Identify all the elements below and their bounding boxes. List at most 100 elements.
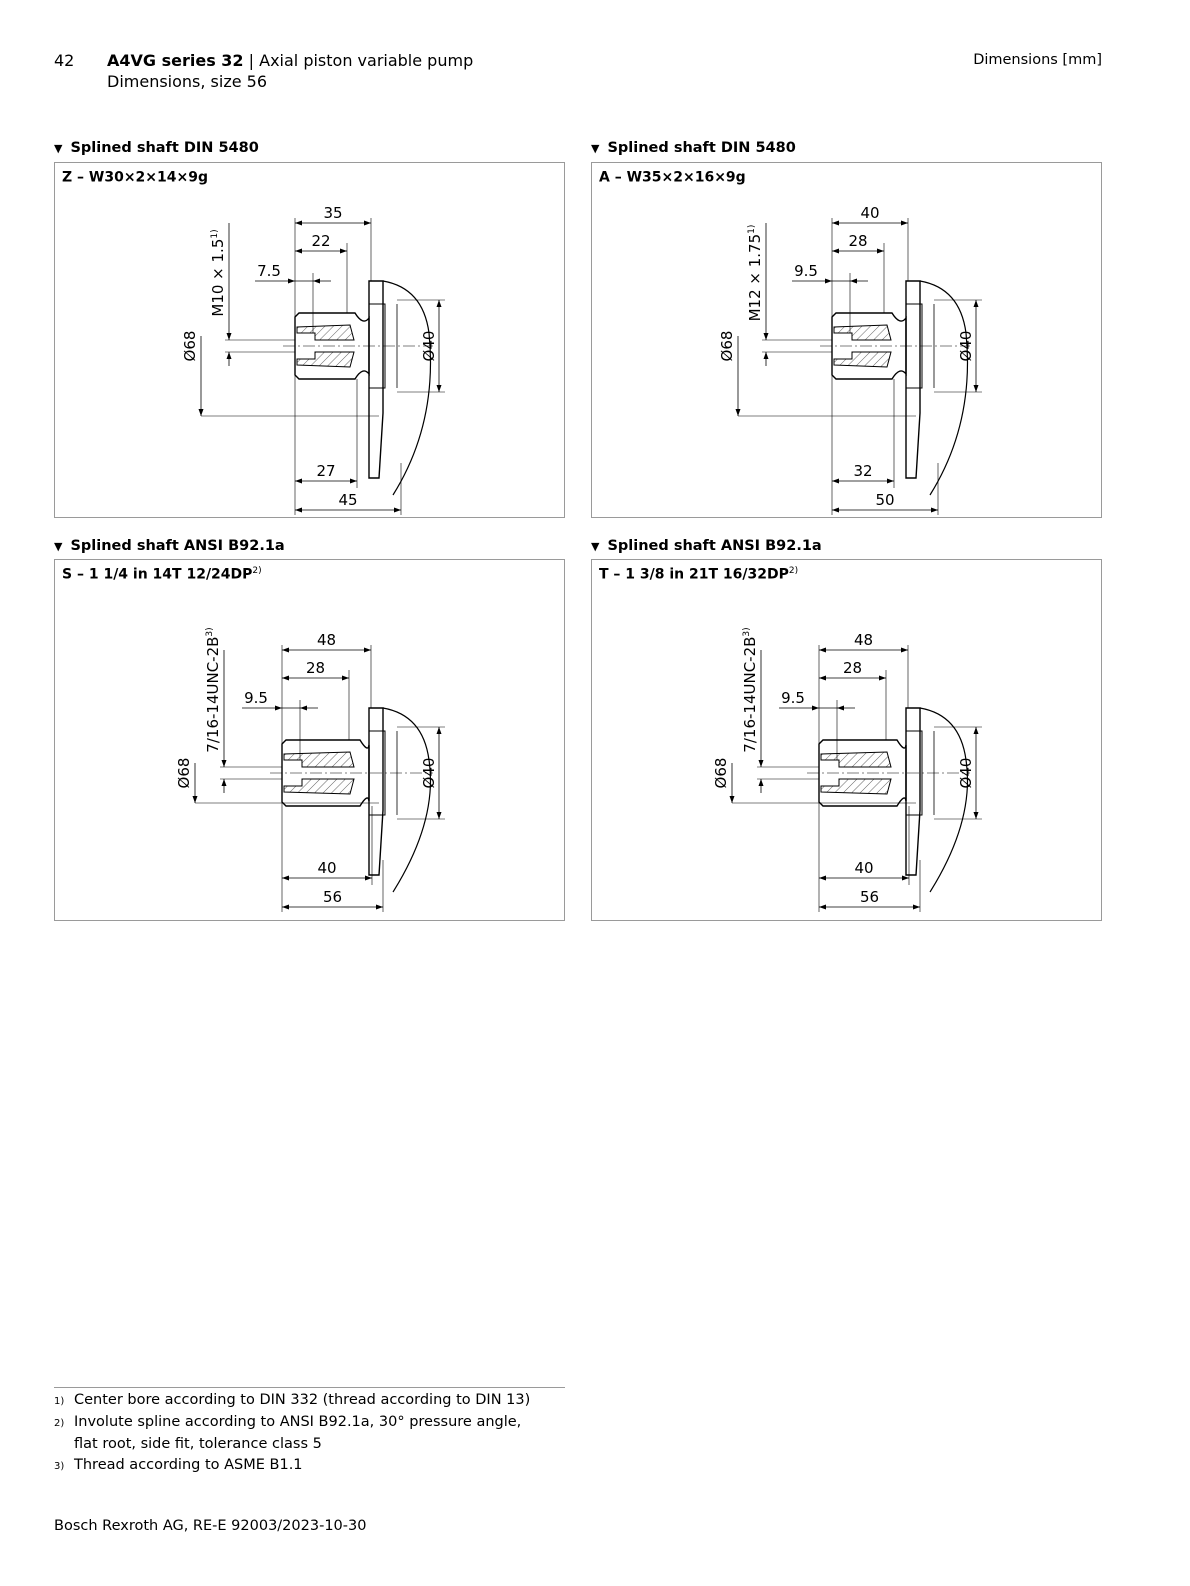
footnote-ref: 2) bbox=[788, 566, 799, 576]
hatched-section-top bbox=[296, 324, 355, 341]
dimension-arrow bbox=[300, 705, 307, 711]
footnote-ref: 3) bbox=[205, 627, 215, 636]
dimension-arrow bbox=[763, 333, 769, 340]
dimension-dia-large: Ø68 bbox=[712, 758, 730, 789]
dimension-top-1: 48 bbox=[854, 631, 873, 649]
footnote-2: 2)Involute spline according to ANSI B92.… bbox=[54, 1414, 522, 1430]
dimension-arrow bbox=[342, 675, 349, 681]
page-subtitle: Dimensions, size 56 bbox=[107, 72, 268, 91]
dimension-arrow bbox=[973, 300, 979, 307]
section-heading: ▼ Splined shaft DIN 5480 bbox=[54, 140, 259, 156]
series-name: A4VG series 32 bbox=[107, 51, 244, 70]
dimension-arrow bbox=[819, 875, 826, 881]
shaft-variant-title: Z – W30×2×14×9g bbox=[62, 169, 208, 186]
dimension-top-2: 28 bbox=[843, 659, 862, 677]
footnote-1: 1)Center bore according to DIN 332 (thre… bbox=[54, 1392, 531, 1408]
dimension-arrow bbox=[340, 248, 347, 254]
section-heading-text: Splined shaft ANSI B92.1a bbox=[607, 538, 822, 554]
thread-spec-text: M10 × 1.5 bbox=[209, 239, 227, 317]
dimension-arrow bbox=[436, 727, 442, 734]
triangle-down-icon: ▼ bbox=[591, 540, 600, 553]
section-heading: ▼Splined shaft DIN 5480 bbox=[591, 140, 796, 156]
thread-spec-text: 7/16-14UNC-2B bbox=[741, 637, 759, 753]
dimension-arrow bbox=[282, 875, 289, 881]
dimension-arrow bbox=[879, 675, 886, 681]
page-footer: Bosch Rexroth AG, RE-E 92003/2023-10-30 bbox=[54, 1518, 367, 1534]
dimension-arrow bbox=[282, 904, 289, 910]
page-header-title: A4VG series 32 | Axial piston variable p… bbox=[107, 50, 473, 92]
header-right: Dimensions [mm] bbox=[973, 52, 1102, 68]
shaft-variant-code: Z – W30×2×14×9g bbox=[62, 169, 209, 186]
dimension-arrow bbox=[901, 647, 908, 653]
dimension-arrow bbox=[295, 220, 302, 226]
shaft-variant-title: T – 1 3/8 in 21T 16/32DP2) bbox=[599, 566, 798, 583]
section-heading-text: Splined shaft DIN 5480 bbox=[70, 140, 259, 156]
flange bbox=[905, 280, 921, 479]
dimension-dia-large: Ø68 bbox=[181, 331, 199, 362]
shaft-variant-code: A – W35×2×16×9g bbox=[599, 169, 746, 186]
dimension-bottom-2: 56 bbox=[860, 888, 879, 906]
dimension-arrow bbox=[735, 409, 741, 416]
thread-spec: 7/16-14UNC-2B3) bbox=[741, 627, 759, 752]
dimension-dia-small: Ø40 bbox=[420, 758, 438, 789]
dimension-arrow bbox=[758, 760, 764, 767]
dimension-arrow bbox=[913, 904, 920, 910]
dimension-top-3: 7.5 bbox=[257, 262, 281, 280]
shaft-variant-code: S – 1 1/4 in 14T 12/24DP bbox=[62, 566, 253, 583]
dimension-arrow bbox=[275, 705, 282, 711]
dimension-bottom-1: 40 bbox=[317, 859, 336, 877]
dimension-arrow bbox=[887, 478, 894, 484]
dimension-arrow bbox=[376, 904, 383, 910]
footnote-ref: 1) bbox=[210, 229, 220, 238]
dimension-arrow bbox=[365, 875, 372, 881]
dimension-arrow bbox=[350, 478, 357, 484]
dimension-top-3: 9.5 bbox=[781, 689, 805, 707]
footnote-3: 3)Thread according to ASME B1.1 bbox=[54, 1457, 303, 1473]
thread-spec-text: M12 × 1.75 bbox=[746, 234, 764, 322]
hatched-section-bottom bbox=[820, 778, 892, 795]
hatched-section-bottom bbox=[296, 351, 355, 368]
dimension-arrow bbox=[832, 507, 839, 513]
dimension-arrow bbox=[313, 278, 320, 284]
housing-contour bbox=[919, 707, 969, 893]
thread-spec-text: 7/16-14UNC-2B bbox=[204, 637, 222, 753]
thread-spec: M12 × 1.751) bbox=[746, 225, 764, 322]
dimension-arrow bbox=[763, 352, 769, 359]
header-separator: | bbox=[243, 51, 260, 70]
footnote-2-cont: flat root, side fit, tolerance class 5 bbox=[74, 1436, 322, 1452]
dimension-arrow bbox=[729, 796, 735, 803]
footnote-ref: 2) bbox=[252, 566, 262, 576]
triangle-down-icon: ▼ bbox=[54, 142, 63, 155]
dimension-arrow bbox=[295, 507, 302, 513]
dimension-bottom-2: 45 bbox=[338, 491, 357, 509]
thread-spec: M10 × 1.51) bbox=[209, 229, 227, 316]
housing-contour bbox=[382, 707, 432, 893]
dimension-arrow bbox=[812, 705, 819, 711]
dimension-arrow bbox=[221, 760, 227, 767]
dimension-arrow bbox=[288, 278, 295, 284]
dimension-arrow bbox=[837, 705, 844, 711]
dimension-bottom-2: 50 bbox=[875, 491, 894, 509]
dimension-arrow bbox=[226, 333, 232, 340]
dimension-arrow bbox=[973, 727, 979, 734]
flange bbox=[368, 280, 384, 479]
section-heading: ▼Splined shaft ANSI B92.1a bbox=[54, 538, 285, 554]
dimension-arrow bbox=[825, 278, 832, 284]
dimension-bottom-1: 32 bbox=[853, 462, 872, 480]
dimension-arrow bbox=[832, 220, 839, 226]
dimension-top-1: 35 bbox=[323, 204, 342, 222]
dimension-arrow bbox=[832, 248, 839, 254]
footnote-divider bbox=[54, 1387, 565, 1388]
dimension-arrow bbox=[819, 904, 826, 910]
dimension-dia-small: Ø40 bbox=[420, 331, 438, 362]
dimension-dia-small: Ø40 bbox=[957, 331, 975, 362]
hatched-section-bottom bbox=[833, 351, 892, 368]
